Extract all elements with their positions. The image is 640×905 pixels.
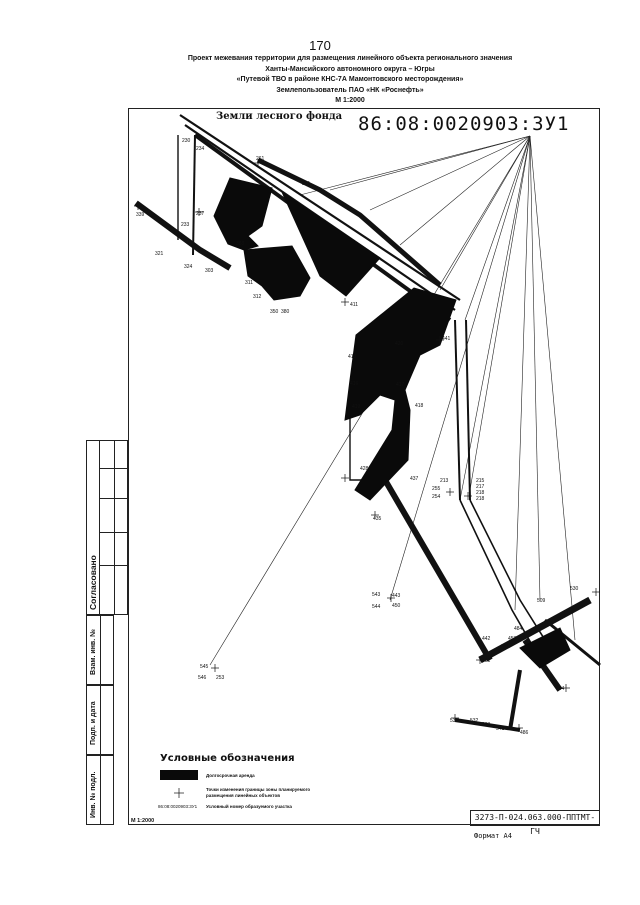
point-label: 416 xyxy=(350,381,359,387)
lease-areas xyxy=(213,177,571,669)
point-label: 218 xyxy=(476,490,485,496)
forest-land-label: Земли лесного фонда xyxy=(216,111,343,122)
sign-date-label: Подп. и дата xyxy=(90,701,97,745)
footer-scale: М 1:2000 xyxy=(131,818,155,824)
legend-item-lease: Долгосрочная аренда xyxy=(206,773,255,778)
pipeline-corridor xyxy=(134,114,601,732)
point-label: 253 xyxy=(216,675,225,681)
header-scale: М 1:2000 xyxy=(335,97,365,104)
point-label: 419 xyxy=(352,404,361,410)
point-label: 486 xyxy=(520,730,529,736)
drawing-frame xyxy=(128,108,600,825)
point-label: 544 xyxy=(372,604,381,610)
point-label: 533 xyxy=(482,722,491,728)
point-label: 435 xyxy=(373,516,382,522)
point-label: 437 xyxy=(410,476,419,482)
point-label: 413 xyxy=(348,354,357,360)
point-label: 411 xyxy=(350,302,358,308)
point-label: 321 xyxy=(155,251,164,257)
point-label: 546 xyxy=(198,675,207,681)
point-label: 532 xyxy=(470,718,479,724)
point-label: 339 xyxy=(136,212,145,218)
approval-side-table: Согласовано Взам. инв. № Подп. и дата Ин… xyxy=(86,440,128,825)
point-label: 543 xyxy=(372,592,381,598)
survey-points xyxy=(134,159,600,732)
legend-title: Условные обозначения xyxy=(160,753,295,764)
point-label: 230 xyxy=(182,138,191,144)
document-code-stamp: 3273-П-024.063.000-ППТМТ-ГЧ xyxy=(470,810,600,836)
point-label: 218 xyxy=(476,496,485,502)
legend-lease-swatch xyxy=(160,770,198,780)
point-label: 254 xyxy=(432,494,441,500)
point-label: 350 xyxy=(270,309,279,315)
point-label: 453 xyxy=(508,636,517,642)
point-label: 261 xyxy=(256,156,265,162)
side-cell-agreed-label xyxy=(86,440,100,615)
legend-point-symbol xyxy=(174,788,184,798)
point-label: 255 xyxy=(432,486,441,492)
point-label: 303 xyxy=(205,268,214,274)
point-label: 380 xyxy=(281,309,290,315)
cadastral-number: 86:08:0020903:3У1 xyxy=(358,113,570,135)
point-label: 484 xyxy=(514,626,523,632)
point-label: 545 xyxy=(200,664,209,670)
point-label: 531 xyxy=(450,718,459,724)
point-label: 417 xyxy=(396,382,405,388)
header-line-1: Проект межевания территории для размещен… xyxy=(187,55,513,62)
point-label: 312 xyxy=(253,294,262,300)
point-label: 530 xyxy=(570,586,579,592)
legend-item-points-line1: Точки изменения границы зоны планируемог… xyxy=(206,787,311,792)
point-label: 450 xyxy=(392,603,401,609)
point-label: 451 xyxy=(482,658,491,664)
document-header: Проект межевания территории для размещен… xyxy=(150,54,550,107)
point-label: 441 xyxy=(442,336,451,342)
format-label: Формат А4 xyxy=(474,832,512,840)
point-label: 311 xyxy=(245,280,253,286)
header-line-2: Ханты-Мансийского автономного округа – Ю… xyxy=(265,65,435,73)
point-label: 443 xyxy=(392,593,401,599)
legend-item-code-text: Условный номер образуемого участка xyxy=(206,804,292,809)
point-label: 442 xyxy=(482,636,491,642)
inv-replace-label: Взам. инв. № xyxy=(90,629,97,675)
legend-graphics xyxy=(160,770,198,798)
point-label: 241 xyxy=(302,181,311,187)
point-label: 233 xyxy=(181,222,190,228)
agreed-label: Согласовано xyxy=(88,555,98,610)
point-label: 217 xyxy=(476,484,485,490)
point-label: 324 xyxy=(184,264,193,270)
point-label: 420 xyxy=(395,341,404,347)
point-label: 383 xyxy=(236,241,245,247)
point-label: 509 xyxy=(537,598,546,604)
legend-item-points-line2: размещения линейных объектов xyxy=(206,793,281,798)
point-labels: 339 321 324 303 237 233 234 230 261 241 … xyxy=(136,138,579,736)
point-label: 452 xyxy=(500,644,509,650)
point-label: 418 xyxy=(415,403,424,409)
inv-orig-label: Инв. № подл. xyxy=(90,771,97,818)
document-code: 3273-П-024.063.000-ППТМТ-ГЧ xyxy=(474,813,596,836)
point-label: 213 xyxy=(440,478,449,484)
header-line-3: «Путевой ТВО в районе КНС-7А Мамонтовско… xyxy=(236,76,464,83)
point-label: 541 xyxy=(496,726,505,732)
point-label: 428 xyxy=(360,466,369,472)
point-label: 215 xyxy=(476,478,485,484)
point-label: 494 xyxy=(556,686,565,692)
header-line-4: Землепользователь ПАО «НК «Роснефть» xyxy=(276,86,424,94)
legend-item-code: 86:08:0020903:3У1 xyxy=(158,804,198,809)
point-label: 234 xyxy=(196,146,205,152)
page-number: 170 xyxy=(309,38,331,53)
point-label: 237 xyxy=(196,211,205,217)
